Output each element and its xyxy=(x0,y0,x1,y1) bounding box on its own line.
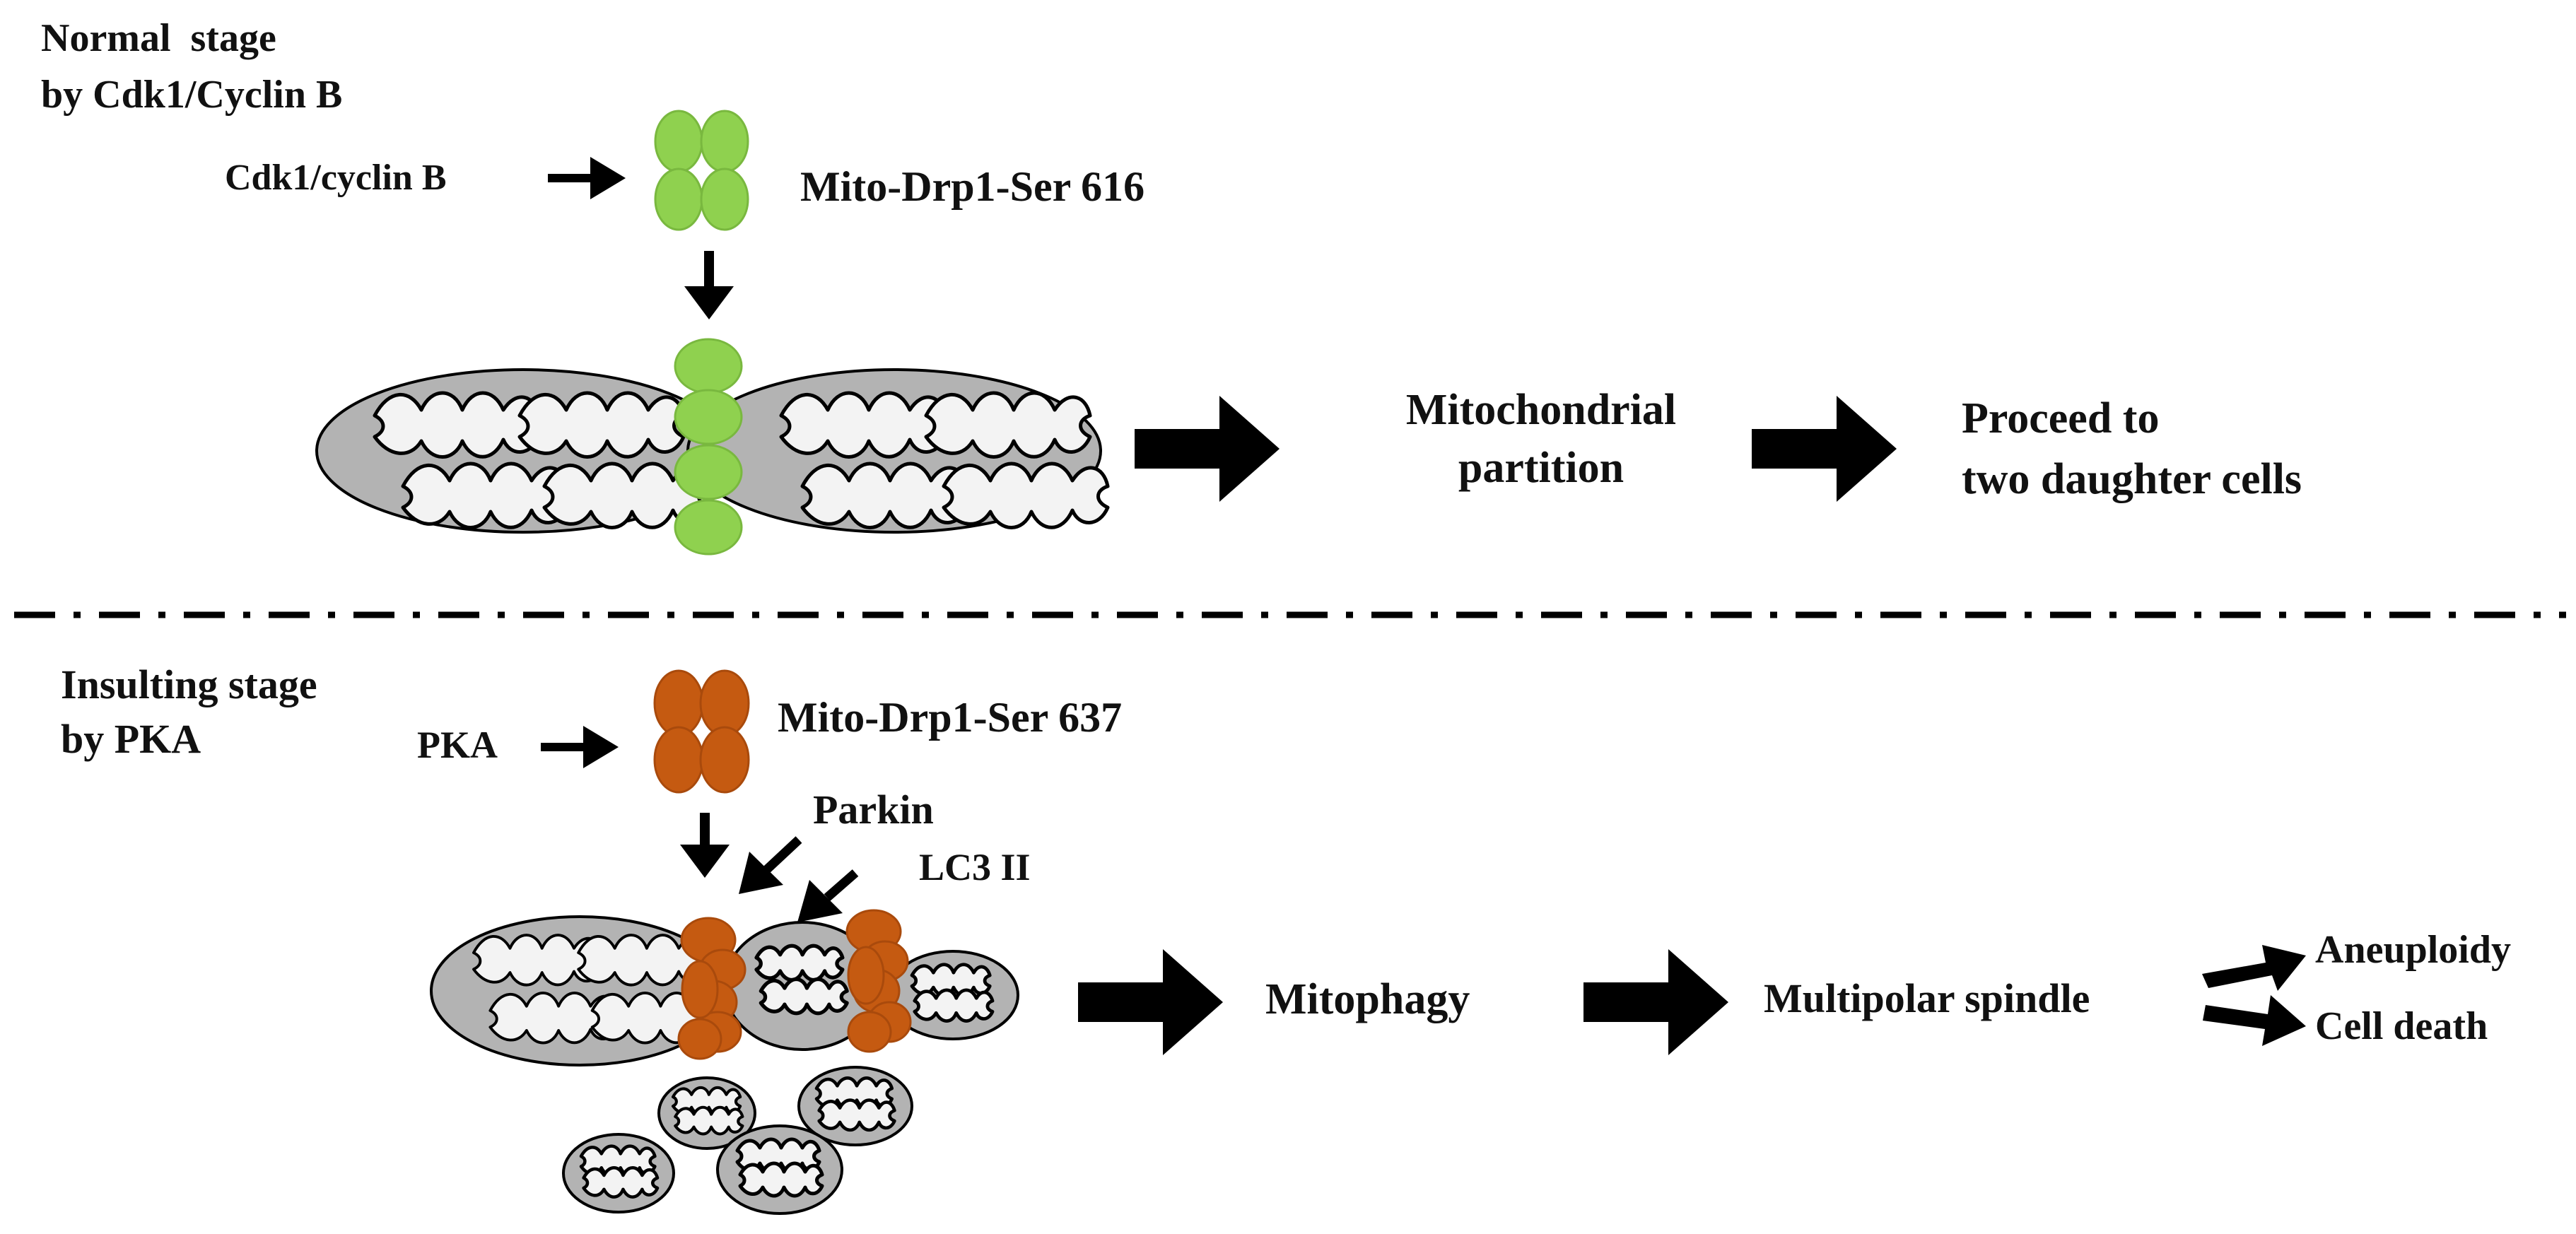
partition-arrow xyxy=(1135,396,1280,502)
drp1-ring-left xyxy=(677,917,747,1060)
drp1-ser637-label: Mito-Drp1-Ser 637 xyxy=(778,694,1122,741)
lc3-ii-label: LC3 II xyxy=(919,846,1031,888)
proceed-to-line2: two daughter cells xyxy=(1962,455,2302,503)
mitochondrion-fragment-c xyxy=(562,1133,675,1214)
parkin-label: Parkin xyxy=(813,787,934,833)
proceed-to-line1: Proceed to xyxy=(1962,394,2159,442)
cdk1-cyclin-b-label: Cdk1/cyclin B xyxy=(225,158,447,198)
mitophagy-arrow xyxy=(1078,949,1223,1055)
mitochondrion-fragment-d xyxy=(716,1124,843,1215)
cdk1-arrow xyxy=(548,157,626,199)
drp1-ser616-label: Mito-Drp1-Ser 616 xyxy=(800,163,1144,210)
mitochondrion-fragment-b xyxy=(797,1066,913,1146)
mitochondrion-left xyxy=(315,368,731,534)
aneuploidy-arrow xyxy=(2202,945,2306,991)
mitophagy-label: Mitophagy xyxy=(1265,975,1470,1023)
parkin-arrow xyxy=(739,836,802,894)
mitochondrial-partition-line1: Mitochondrial xyxy=(1406,386,1676,434)
aneuploidy-label: Aneuploidy xyxy=(2315,928,2511,972)
drp1-recruit-arrow xyxy=(684,251,734,319)
insulting-stage-title-line1: Insulting stage xyxy=(61,662,317,707)
cell-death-label: Cell death xyxy=(2315,1004,2488,1048)
multipolar-spindle-label: Multipolar spindle xyxy=(1764,975,2090,1021)
mitochondrion-fragment-a xyxy=(657,1076,756,1150)
daughter-cells-arrow xyxy=(1752,396,1897,502)
normal-stage-title-line1: Normal stage xyxy=(41,16,276,60)
pka-arrow xyxy=(541,726,619,768)
insulting-stage-title-line2: by PKA xyxy=(61,716,201,762)
drp1-ser637-tetramer xyxy=(653,669,750,794)
drp1-ser616-tetramer xyxy=(654,110,749,231)
drp1-constriction-ring xyxy=(674,338,743,556)
drp1-insult-recruit-arrow xyxy=(680,813,730,878)
normal-stage-title-line2: by Cdk1/Cyclin B xyxy=(41,73,342,117)
multipolar-arrow xyxy=(1583,949,1728,1055)
drp1-ring-right xyxy=(845,909,912,1053)
cell-death-arrow xyxy=(2203,995,2306,1046)
pka-label: PKA xyxy=(417,724,498,766)
lc3-arrow xyxy=(797,869,859,922)
mitochondrial-partition-line2: partition xyxy=(1458,444,1624,492)
mitochondrion-right xyxy=(686,368,1108,534)
